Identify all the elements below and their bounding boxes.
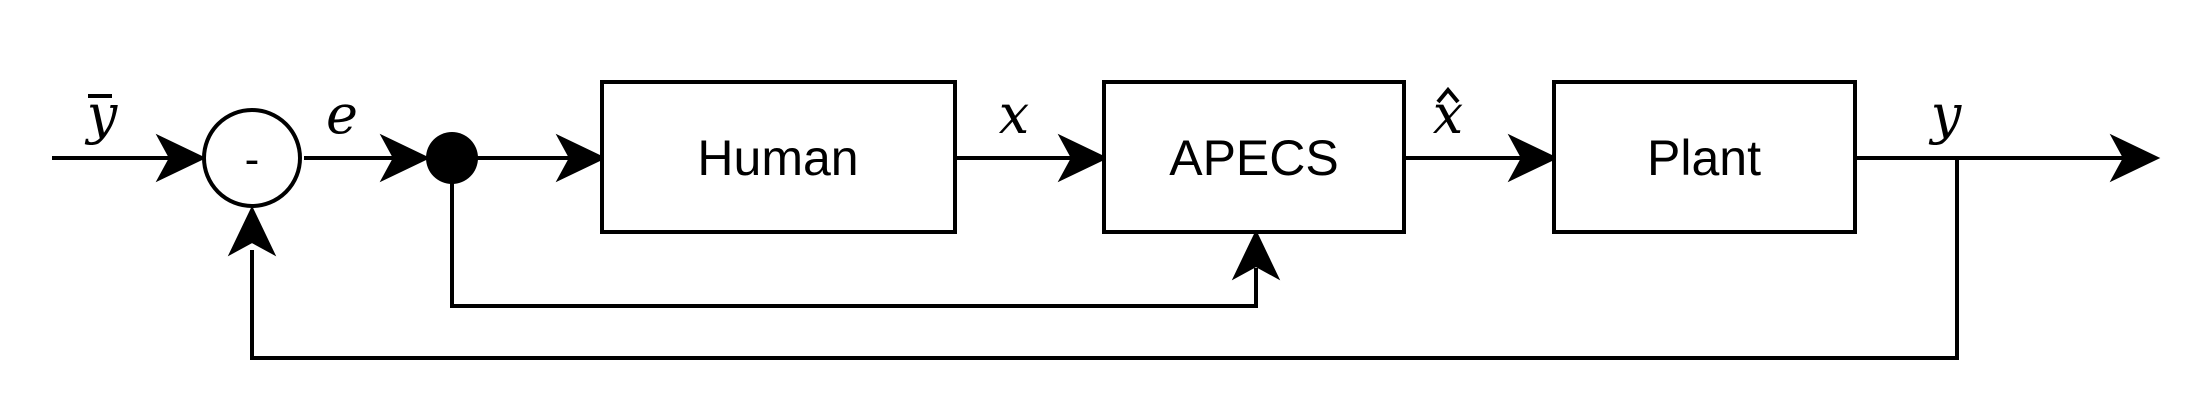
feedback-wire bbox=[250, 158, 1959, 360]
apecs-output-signal-text: x bbox=[1433, 83, 1463, 146]
apecs-block: APECS bbox=[1102, 80, 1406, 234]
apecs-output-hat-accent bbox=[1436, 86, 1460, 104]
reference-signal-label: y bbox=[85, 83, 119, 146]
plant-block-label: Plant bbox=[1647, 130, 1761, 186]
summing-junction: - bbox=[202, 108, 302, 208]
apecs-output-signal-label: x bbox=[1433, 83, 1463, 146]
human-block-label: Human bbox=[697, 130, 858, 186]
human-output-signal-label: x bbox=[999, 83, 1029, 146]
plant-block: Plant bbox=[1552, 80, 1857, 234]
arrowhead-feedback bbox=[229, 207, 275, 255]
error-signal-label: e bbox=[326, 83, 358, 146]
branch-point bbox=[426, 132, 478, 184]
apecs-block-label: APECS bbox=[1169, 130, 1339, 186]
reference-signal-text: y bbox=[85, 83, 119, 146]
summing-junction-sign: - bbox=[245, 135, 260, 184]
feedforward-wire bbox=[450, 178, 1258, 308]
output-signal-label: y bbox=[1929, 83, 1963, 146]
human-block: Human bbox=[600, 80, 957, 234]
